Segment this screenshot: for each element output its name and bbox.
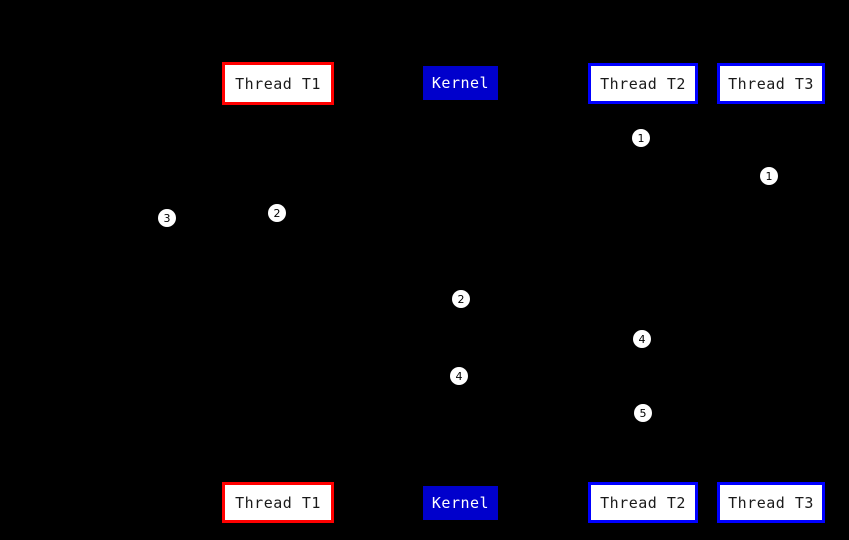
step-marker: 1 [632,129,650,147]
step-marker: 4 [633,330,651,348]
step-marker: 4 [450,367,468,385]
participant-header-thread-t1[interactable]: Thread T1 [222,62,334,105]
participant-header-thread-t2[interactable]: Thread T2 [588,63,698,104]
step-marker-number: 1 [637,131,645,145]
participant-label-thread-t3: Thread T3 [728,74,814,93]
step-marker-number: 2 [273,206,281,220]
participant-footer-label-kernel: Kernel [431,494,490,512]
step-marker-number: 2 [457,292,465,306]
step-marker: 2 [452,290,470,308]
step-marker-number: 1 [765,169,773,183]
participant-footer-thread-t2[interactable]: Thread T2 [588,482,698,523]
lifeline-t1 [278,105,279,482]
lifeline-t3 [771,105,772,482]
participant-label-thread-t1: Thread T1 [235,74,321,93]
step-marker: 5 [634,404,652,422]
participant-label-thread-t2: Thread T2 [600,74,686,93]
participant-footer-thread-t1[interactable]: Thread T1 [222,482,334,523]
step-marker-number: 4 [638,332,646,346]
participant-footer-label-thread-t3: Thread T3 [728,493,814,512]
participant-header-kernel[interactable]: Kernel [423,66,498,100]
step-marker-number: 5 [639,406,647,420]
participant-header-thread-t3[interactable]: Thread T3 [717,63,825,104]
step-marker: 2 [268,204,286,222]
step-marker: 3 [158,209,176,227]
lifeline-t2 [643,105,644,482]
participant-footer-label-thread-t2: Thread T2 [600,493,686,512]
participant-footer-thread-t3[interactable]: Thread T3 [717,482,825,523]
step-marker-number: 4 [455,369,463,383]
participant-footer-label-thread-t1: Thread T1 [235,493,321,512]
participant-label-kernel: Kernel [431,74,490,92]
participant-footer-kernel[interactable]: Kernel [423,486,498,520]
step-marker-number: 3 [163,211,171,225]
step-marker: 1 [760,167,778,185]
